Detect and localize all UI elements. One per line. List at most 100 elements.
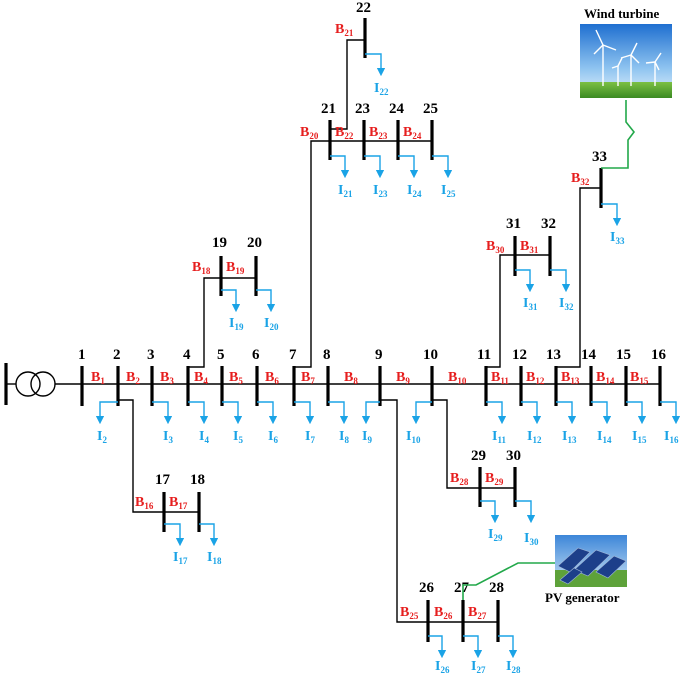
branch-label: B10 — [448, 370, 467, 386]
bus-label: 30 — [506, 448, 521, 464]
load-label: I6 — [268, 429, 278, 445]
branch-label: B6 — [265, 370, 279, 386]
bus-label: 9 — [375, 347, 383, 363]
branch-label: B9 — [396, 370, 410, 386]
bus-label: 6 — [252, 347, 260, 363]
load-label: I25 — [441, 183, 456, 199]
load-label: I21 — [338, 183, 353, 199]
load-label: I17 — [173, 550, 188, 566]
bus-label: 16 — [651, 347, 667, 363]
load-label: I28 — [506, 659, 521, 674]
load-label: I14 — [597, 429, 612, 445]
branch-label: B30 — [486, 239, 505, 255]
bus-label: 27 — [454, 580, 470, 596]
load-label: I12 — [527, 429, 542, 445]
load-label: I32 — [559, 296, 574, 312]
branch-label: B15 — [630, 370, 649, 386]
bus-label: 33 — [592, 149, 607, 165]
bus-label: 19 — [212, 235, 227, 251]
bus-label: 26 — [419, 580, 435, 596]
bus-label: 3 — [147, 347, 155, 363]
load-label: I23 — [373, 183, 388, 199]
load-label: I18 — [207, 550, 222, 566]
branch-label: B2 — [126, 370, 140, 386]
load-label: I8 — [339, 429, 349, 445]
branch-label: B3 — [160, 370, 174, 386]
load-label: I19 — [229, 316, 244, 332]
load-label: I20 — [264, 316, 279, 332]
branch-label: B24 — [403, 125, 422, 141]
load-label: I26 — [435, 659, 450, 674]
load-label: I29 — [488, 527, 503, 543]
branch-label: B12 — [526, 370, 545, 386]
load-label: I24 — [407, 183, 422, 199]
bus-label: 5 — [217, 347, 225, 363]
bus-bars — [80, 18, 662, 642]
branch-label: B16 — [135, 495, 154, 511]
bus-number-labels: 1 2 3 4 5 6 7 8 9 10 11 12 13 14 15 16 1… — [78, 0, 667, 596]
load-label: I13 — [562, 429, 577, 445]
bus-label: 2 — [113, 347, 121, 363]
load-labels: I2 I3 I4 I5 I6 I7 I8 I9 I10 I11 I12 I13 … — [97, 81, 679, 674]
branch-labels: B1 B2 B3 B4 B5 B6 B7 B8 B9 B10 B11 B12 B… — [91, 22, 649, 621]
bus-label: 1 — [78, 347, 86, 363]
bus-label: 4 — [183, 347, 191, 363]
branch-label: B23 — [369, 125, 388, 141]
branch-label: B1 — [91, 370, 105, 386]
load-label: I9 — [362, 429, 372, 445]
feeder-lines — [82, 39, 660, 623]
bus-label: 28 — [489, 580, 504, 596]
bus-label: 29 — [471, 448, 486, 464]
branch-label: B18 — [192, 260, 211, 276]
branch-label: B17 — [169, 495, 188, 511]
bus-label: 7 — [289, 347, 297, 363]
bus-label: 31 — [506, 216, 521, 232]
pv-generator-caption: PV generator — [545, 590, 620, 605]
load-label: I30 — [524, 531, 539, 547]
load-label: I3 — [163, 429, 173, 445]
bus-label: 24 — [389, 101, 405, 117]
branch-label: B14 — [596, 370, 615, 386]
branch-label: B20 — [300, 125, 319, 141]
branch-label: B27 — [468, 605, 487, 621]
branch-label: B26 — [434, 605, 453, 621]
branch-label: B22 — [335, 125, 354, 141]
load-label: I5 — [233, 429, 243, 445]
load-label: I22 — [374, 81, 389, 97]
wind-turbine-caption: Wind turbine — [584, 6, 659, 21]
bus-label: 22 — [356, 0, 371, 16]
load-label: I33 — [610, 230, 625, 246]
pv-generator-image: PV generator — [462, 535, 627, 605]
load-label: I27 — [471, 659, 486, 674]
load-label: I10 — [406, 429, 421, 445]
load-label: I2 — [97, 429, 107, 445]
branch-label: B28 — [450, 471, 469, 487]
branch-label: B32 — [571, 171, 590, 187]
branch-label: B13 — [561, 370, 580, 386]
bus-label: 18 — [190, 472, 205, 488]
branch-label: B31 — [520, 239, 539, 255]
load-label: I11 — [492, 429, 506, 445]
branch-label: B11 — [491, 370, 509, 386]
bus-label: 8 — [323, 347, 331, 363]
load-label: I7 — [305, 429, 315, 445]
wind-turbine-image: Wind turbine — [580, 6, 672, 169]
load-label: I16 — [664, 429, 679, 445]
bus-label: 13 — [546, 347, 561, 363]
branch-label: B29 — [485, 471, 504, 487]
bus-label: 11 — [477, 347, 491, 363]
branch-label: B4 — [194, 370, 208, 386]
bus-label: 14 — [581, 347, 597, 363]
load-arrows — [95, 53, 681, 659]
bus-label: 17 — [155, 472, 171, 488]
bus-label: 20 — [247, 235, 262, 251]
bus-label: 15 — [616, 347, 631, 363]
bus-label: 25 — [423, 101, 438, 117]
load-label: I31 — [523, 296, 538, 312]
branch-label: B25 — [400, 605, 419, 621]
transformer-symbol — [4, 363, 82, 405]
bus-label: 21 — [321, 101, 336, 117]
branch-label: B19 — [226, 260, 245, 276]
load-label: I15 — [632, 429, 647, 445]
